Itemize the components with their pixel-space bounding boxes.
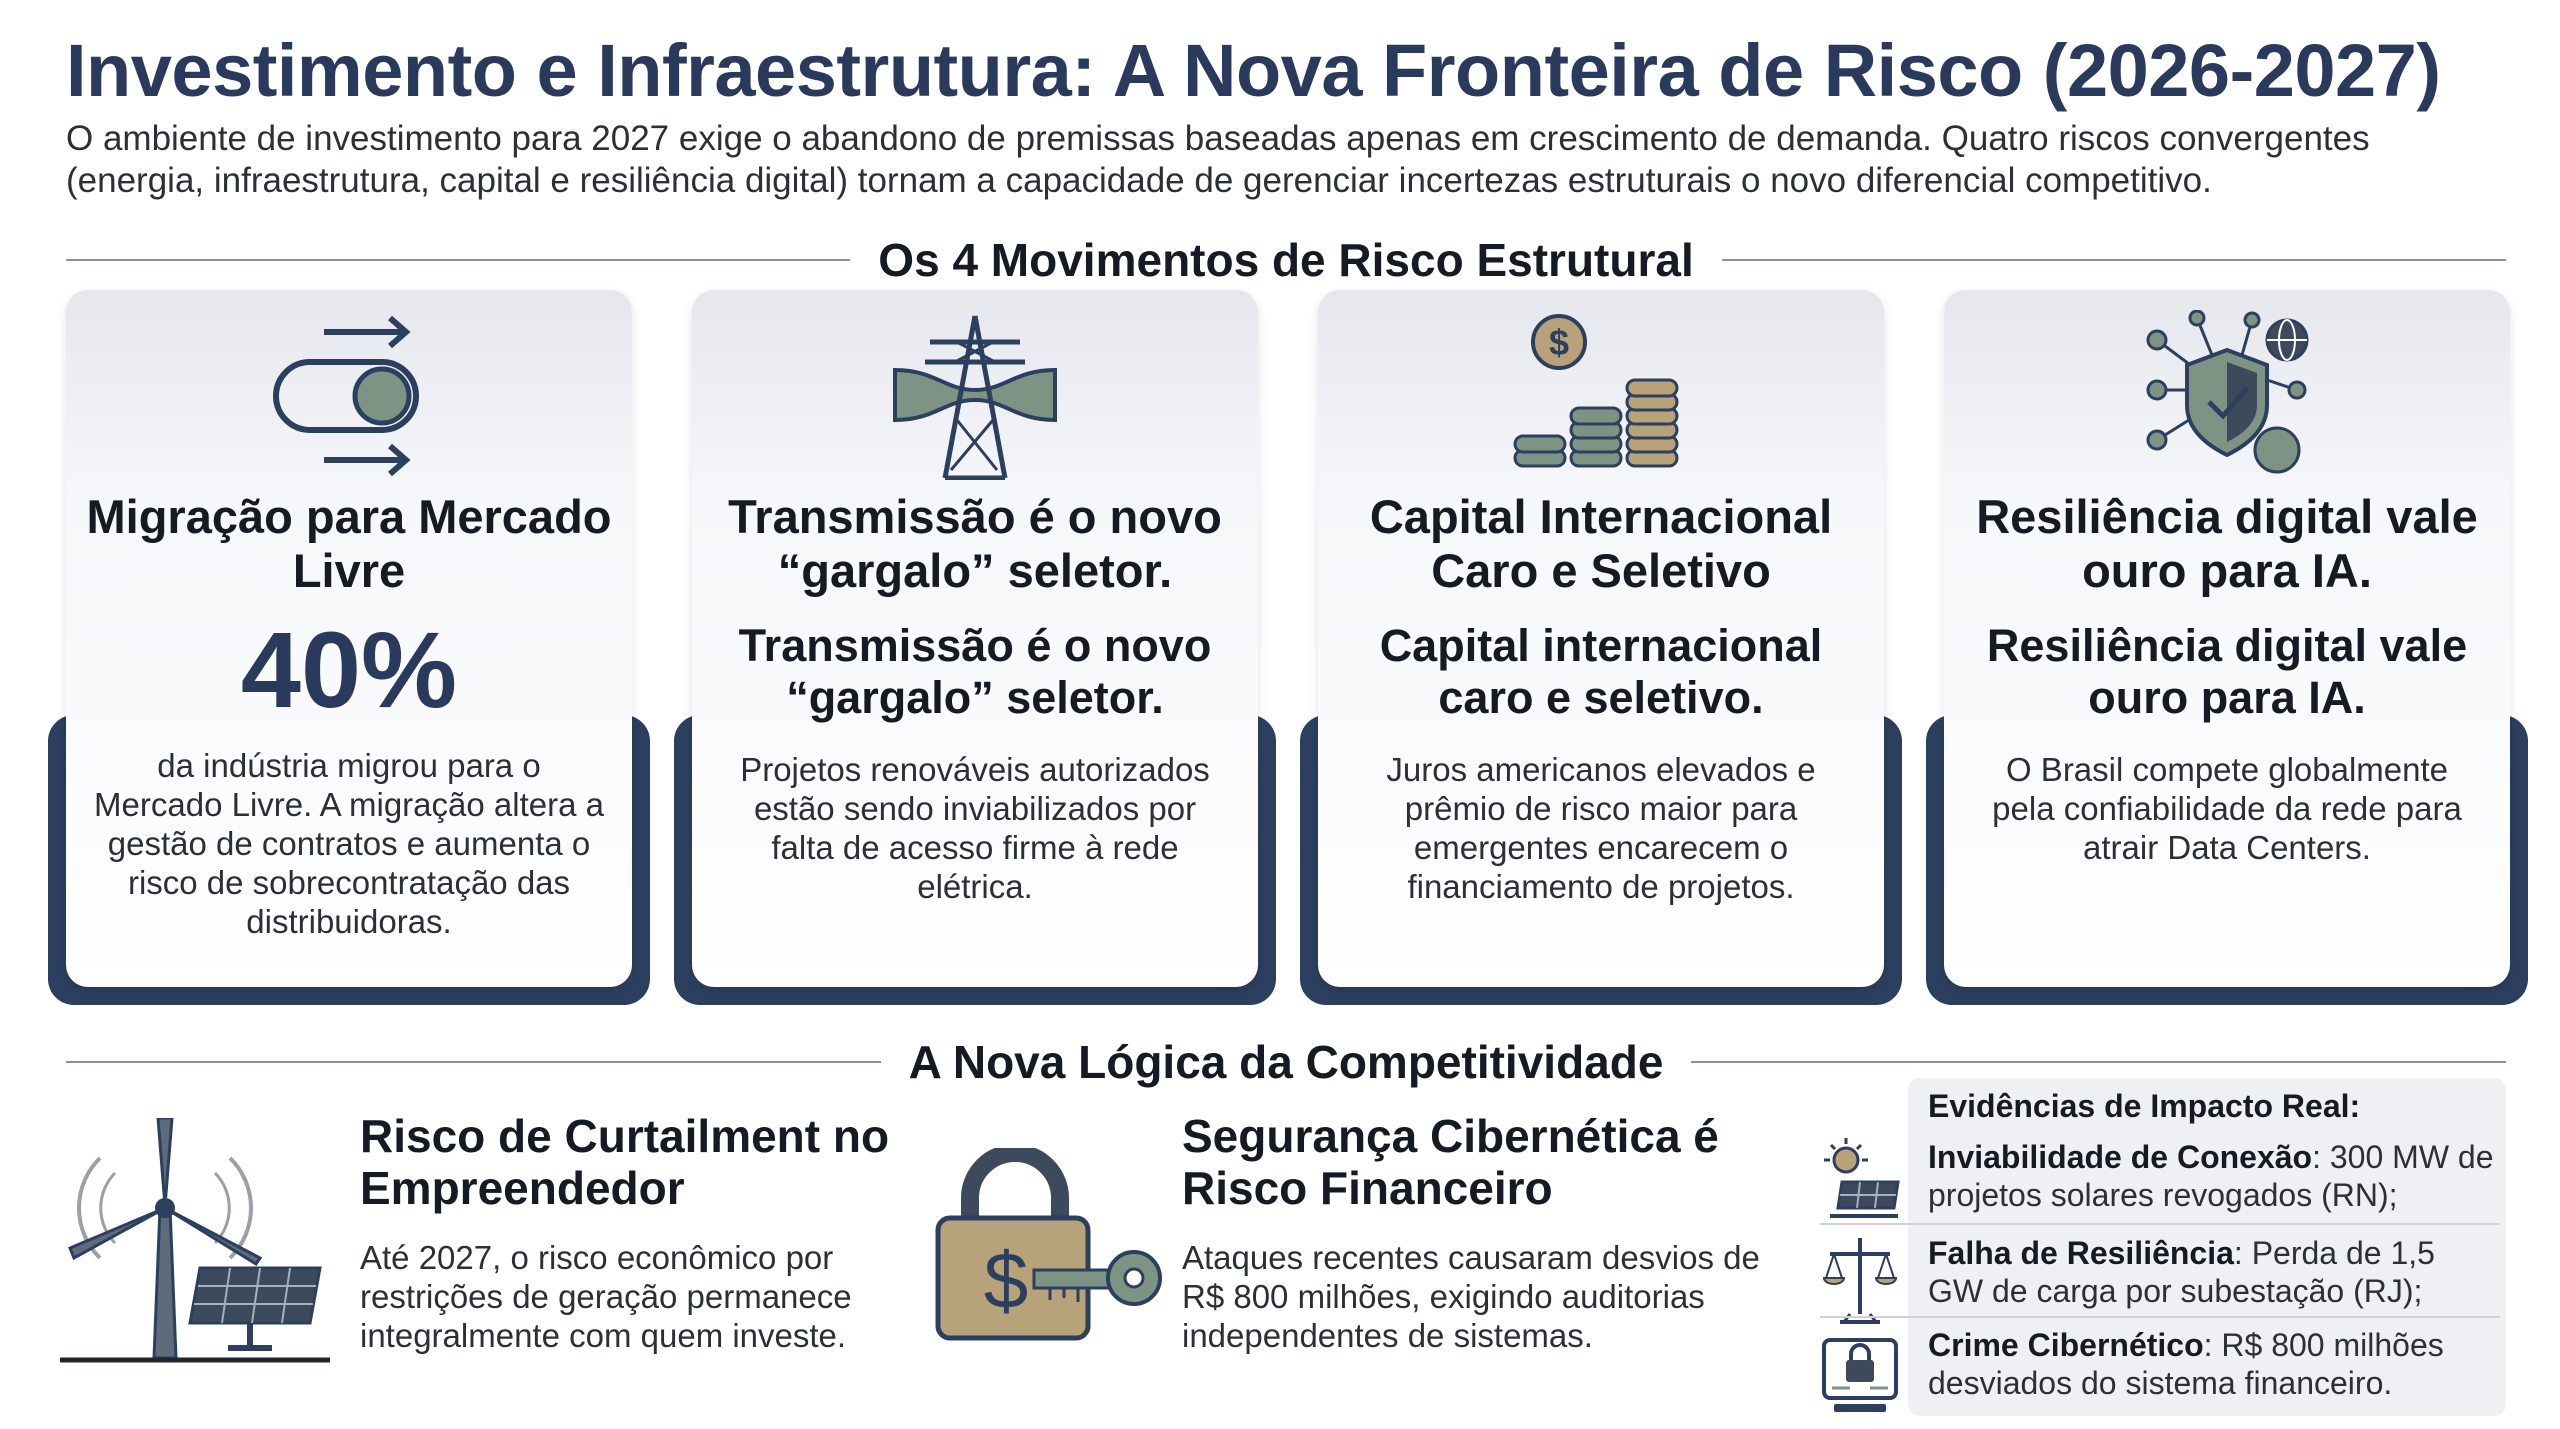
logic-block-cybersecurity: Segurança Cibernética é Risco Financeiro… [1182,1110,1802,1355]
card-title: Capital Internacional Caro e Seletivo [1369,490,1833,597]
card-title: Transmissão é o novo “gargalo” seletor. [728,490,1222,597]
evidence-text: : R$ 800 milhões desviados do sistema fi… [1928,1327,2444,1401]
evidence-text: : Perda de 1,5 GW de carga por subestaçã… [1928,1235,2435,1309]
section-title: A Nova Lógica da Competitividade [908,1036,1664,1088]
coins-icon: $ [1318,310,1884,480]
risk-card-market-migration: Migração para Mercado Livre 40% da indús… [66,290,632,987]
evidence-item: Inviabilidade de Conexão: 300 MW de proj… [1820,1138,2500,1234]
logic-block-curtailment: Risco de Curtailment no Empreendedor Até… [360,1110,900,1355]
evidence-text: : 300 MW de projetos solares revogados (… [1928,1139,2494,1213]
card-description: O Brasil compete globalmente pela confia… [1992,751,2462,866]
evidence-item: Falha de Resiliência: Perda de 1,5 GW de… [1820,1234,2500,1330]
wind-solar-icon [60,1116,330,1368]
evidence-label: Falha de Resiliência [1928,1235,2234,1271]
risk-card-transmission: Transmissão é o novo “gargalo” seletor. … [692,290,1258,987]
transmission-balance-icon [1820,1234,1900,1324]
stat-value: 40% [240,609,458,730]
card-title: Resiliência digital vale ouro para IA. [1976,490,2478,597]
evidence-divider [1820,1223,2500,1225]
card-description: Juros americanos elevados e prêmio de ri… [1386,751,1816,905]
divider-right [1691,1061,2506,1063]
toggle-switch-icon [66,310,632,480]
evidence-label: Crime Cibernético [1928,1327,2204,1363]
svg-text:$: $ [984,1236,1029,1325]
padlock-dollar-key-icon: $ [930,1144,1170,1344]
card-subtitle: Capital internacional caro e seletivo. [1379,620,1823,723]
divider-left [66,1061,881,1063]
digital-shield-network-icon [1944,310,2510,480]
section-heading-movements: Os 4 Movimentos de Risco Estrutural [66,230,2507,290]
card-subtitle: Transmissão é o novo “gargalo” seletor. [738,620,1212,723]
logic-description: Até 2027, o risco econômico por restriçõ… [360,1239,852,1354]
card-description: da indústria migrou para o Mercado Livre… [94,747,604,940]
evidence-label: Inviabilidade de Conexão [1928,1139,2313,1175]
divider-left [66,259,851,261]
risk-card-digital-resilience: Resiliência digital vale ouro para IA. R… [1944,290,2510,987]
logic-title: Risco de Curtailment no Empreendedor [360,1110,890,1214]
section-title: Os 4 Movimentos de Risco Estrutural [878,234,1694,286]
card-title: Migração para Mercado Livre [86,490,612,597]
transmission-tower-icon [692,310,1258,480]
page-title: Investimento e Infraestrutura: A Nova Fr… [66,29,2441,112]
risk-card-capital: $ Capital Internacional Caro e Seletivo [1318,290,1884,987]
evidence-item: Crime Cibernético: R$ 800 milhões desvia… [1820,1326,2500,1422]
solar-panel-sun-icon [1820,1138,1900,1228]
logic-description: Ataques recentes causaram desvios de R$ … [1182,1239,1760,1354]
page-subtitle: O ambiente de investimento para 2027 exi… [66,119,2370,200]
divider-right [1721,259,2507,261]
section-heading-competitiveness: A Nova Lógica da Competitividade [66,1032,2506,1092]
card-description: Projetos renováveis autorizados estão se… [740,751,1210,905]
svg-text:$: $ [1549,322,1569,363]
evidence-divider [1820,1316,2500,1318]
computer-lock-icon [1820,1326,1900,1416]
evidence-title: Evidências de Impacto Real: [1928,1088,2361,1124]
card-subtitle: Resiliência digital vale ouro para IA. [1986,620,2468,723]
evidence-panel [1908,1078,2506,1416]
logic-title: Segurança Cibernética é Risco Financeiro [1182,1110,1719,1214]
